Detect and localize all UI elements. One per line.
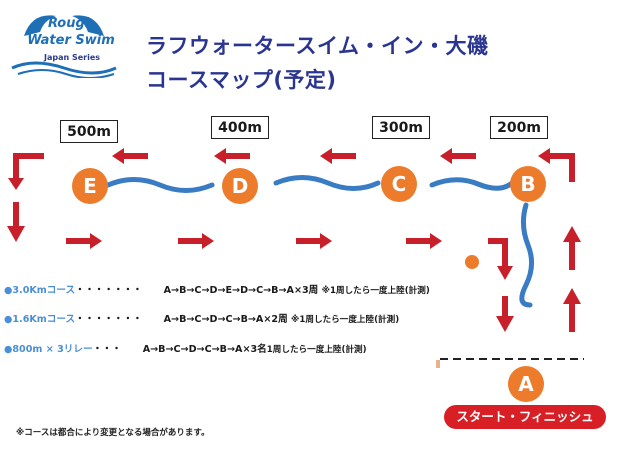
- footnote: ※コースは都合により変更となる場合があります。: [16, 428, 210, 438]
- bullet-icon: ●: [4, 344, 13, 355]
- logo-graphic: [11, 15, 117, 79]
- course-row-1-6km: ●1.6Kmコース・・・・・・・ A→B→C→D→C→B→A×2周 ※1周したら…: [4, 311, 399, 325]
- page-title: ラフウォータースイム・イン・大磯: [146, 34, 489, 58]
- bullet-icon: ●: [4, 314, 13, 325]
- arrow-up-2-shaft: [569, 302, 575, 332]
- arrow-up-2-head: [563, 288, 581, 304]
- course-leader: ・・・: [92, 344, 122, 355]
- buoy-c: C: [381, 166, 417, 202]
- logo-text-japan-series: Japan Series: [43, 53, 101, 62]
- arrow-left-2: [214, 148, 250, 164]
- wave-d-c: [273, 175, 381, 191]
- orange-marker: [465, 255, 479, 269]
- arrow-left-3: [320, 148, 356, 164]
- arrow-right-1: [66, 233, 102, 249]
- distance-label-200m: 200m: [490, 116, 548, 139]
- arrow-left-down-head: [7, 226, 25, 242]
- wave-c-b: [429, 177, 515, 191]
- shore-marker: [436, 360, 440, 368]
- arrow-right-4: [406, 233, 442, 249]
- start-finish-label: スタート・フィニッシュ: [444, 405, 606, 429]
- logo: [4, 6, 124, 79]
- buoy-b: B: [510, 166, 546, 202]
- logo-text-water-swim: Water Swim: [27, 33, 115, 48]
- course-laps: ×3周: [293, 285, 319, 296]
- arrow-up-1-shaft: [569, 240, 575, 270]
- course-route: A→B→C→D→E→D→C→B→A: [163, 285, 294, 296]
- course-row-3km: ●3.0Kmコース・・・・・・・ A→B→C→D→E→D→C→B→A×3周 ※1…: [4, 282, 430, 296]
- arrow-left-down-shaft: [13, 202, 19, 228]
- logo-text-rough: Rough: [47, 16, 95, 31]
- buoy-d: D: [222, 168, 258, 204]
- distance-label-500m: 500m: [60, 120, 118, 143]
- course-name: 800m × 3リレー: [12, 344, 93, 355]
- arrow-left-4: [440, 148, 476, 164]
- arrow-corner-top-left: [13, 153, 44, 180]
- arrow-right-3: [296, 233, 332, 249]
- buoy-e: E: [72, 168, 108, 204]
- buoy-a: A: [508, 366, 544, 402]
- course-leader: ・・・・・・・: [75, 314, 143, 325]
- course-note: 1周したら一度上陸(計測): [266, 345, 367, 355]
- arrow-up-1-head: [563, 226, 581, 242]
- arrow-left-1: [112, 148, 148, 164]
- distance-label-300m: 300m: [372, 116, 430, 139]
- course-note: ※1周したら一度上陸(計測): [321, 286, 430, 296]
- page-subtitle: コースマップ(予定): [146, 68, 337, 92]
- course-route: A→B→C→D→C→B→A: [163, 314, 264, 325]
- arrow-down-to-a-head: [496, 316, 514, 332]
- arrow-right-2: [178, 233, 214, 249]
- distance-label-400m: 400m: [211, 116, 269, 139]
- arrow-corner-top-right: [548, 153, 575, 182]
- course-row-800m-relay: ●800m × 3リレー・・・ A→B→C→D→C→B→A×3名1周したら一度上…: [4, 341, 367, 355]
- course-leader: ・・・・・・・: [75, 285, 143, 296]
- bullet-icon: ●: [4, 285, 13, 296]
- wave-e-d: [105, 177, 215, 193]
- course-name: 3.0Kmコース: [12, 285, 76, 296]
- course-note: ※1周したら一度上陸(計測): [291, 315, 400, 325]
- arrow-corner-mid-right: [488, 238, 508, 268]
- course-route: A→B→C→D→C→B→A: [142, 344, 243, 355]
- course-name: 1.6Kmコース: [12, 314, 76, 325]
- course-laps: ×2周: [263, 314, 288, 325]
- course-laps: ×3名: [242, 344, 267, 355]
- arrow-down-to-a-shaft: [502, 296, 508, 318]
- wave-b-a: [519, 202, 534, 308]
